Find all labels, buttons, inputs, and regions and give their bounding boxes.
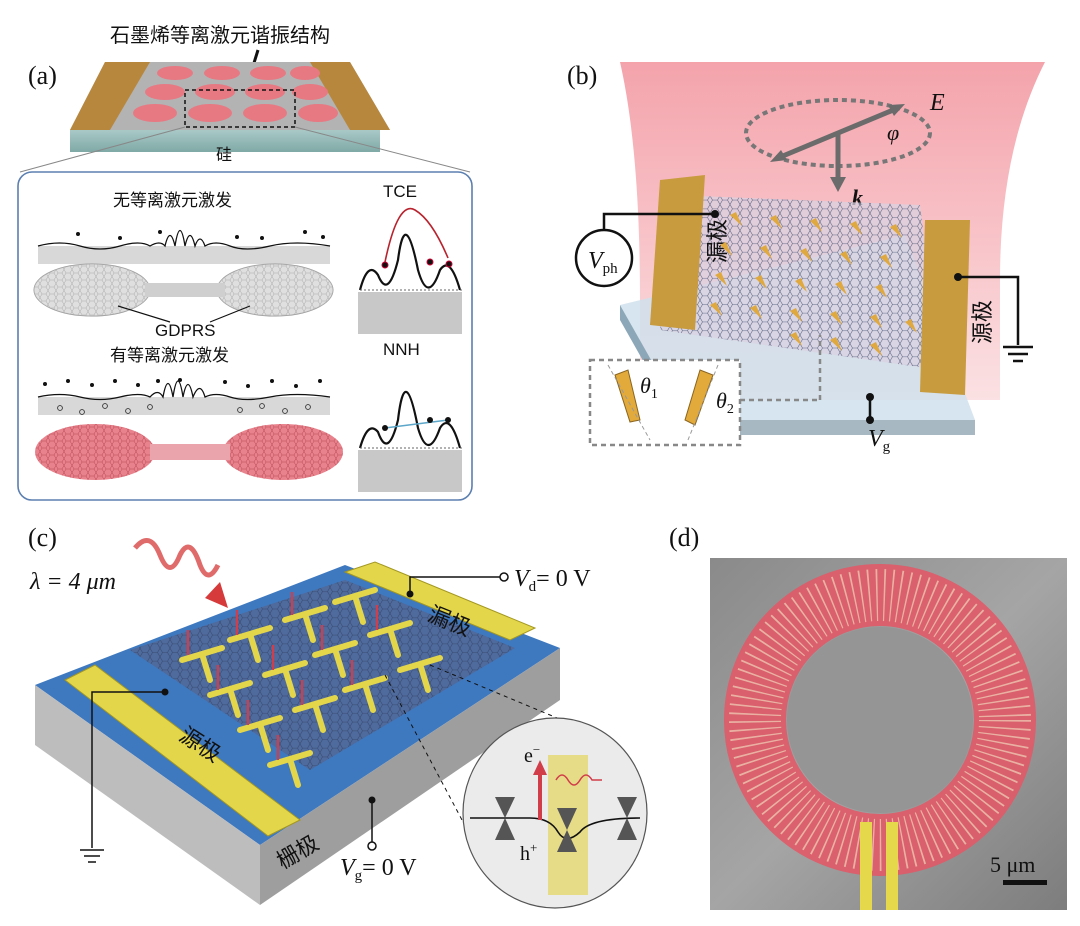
tce-bottom-band	[358, 292, 462, 334]
source-ground-wire	[91, 691, 165, 848]
left-contact-lead	[860, 822, 872, 910]
k-label: k	[852, 185, 863, 210]
t-antenna-array	[179, 587, 443, 788]
resonator-title: 石墨烯等离激元谐振结构	[110, 23, 330, 47]
drain-label: 漏极	[706, 219, 731, 263]
source-electrode	[920, 220, 970, 395]
electron-label: e−	[524, 742, 540, 767]
gdprs-label: GDPRS	[155, 321, 215, 340]
ring-antenna-elements	[729, 569, 1031, 871]
nnh-bottom-band	[358, 450, 462, 492]
vd-label: Vd= 0 V	[514, 566, 591, 595]
vg-label-c: Vg= 0 V	[340, 855, 417, 884]
panel-d: (d) 5 μm	[669, 523, 1067, 910]
right-contact-lead	[886, 822, 898, 910]
with-plasmon-holes	[57, 403, 311, 415]
photovoltage-meter	[574, 228, 634, 288]
dirac-cones	[495, 797, 637, 852]
red-bridge	[150, 444, 230, 460]
nnh-hopping-line	[384, 419, 449, 429]
with-plasmon-potential-curve	[37, 380, 331, 401]
theta2-label: θ2	[716, 388, 734, 417]
plasmonic-antenna-array	[710, 212, 917, 356]
zoom-line-left	[19, 126, 186, 173]
wavelength-label: λ = 4 μm	[29, 569, 116, 595]
panel-a-label: (a)	[28, 61, 57, 90]
right-gold-electrode	[310, 62, 390, 130]
vg-label-b: Vg	[868, 426, 891, 455]
panel-d-label: (d)	[669, 523, 699, 552]
phi-label: φ	[887, 120, 899, 145]
graphene-resonator-device: 硅	[70, 62, 390, 164]
no-plasmon-potential-curve	[37, 229, 331, 250]
with-plasmon-band	[38, 397, 330, 415]
source-label: 源极	[971, 300, 996, 344]
substrate-right-side	[260, 648, 560, 905]
drain-wire	[409, 576, 500, 594]
e-field-label: E	[929, 90, 945, 116]
panel-c: (c) λ = 4 μm 漏极 源极 栅极 Vd=	[28, 523, 648, 909]
tce-emission-arrow	[384, 207, 449, 263]
callout-line-1	[384, 674, 471, 836]
photon-wave-inset	[555, 774, 602, 786]
with-plasmon-electrons	[43, 378, 322, 388]
vph-wire	[602, 212, 715, 230]
incident-ir-photon	[133, 538, 221, 578]
zoom-line-right	[294, 126, 471, 173]
antenna-theta2	[684, 369, 714, 426]
no-plasmon-electrons	[76, 230, 325, 240]
silicon-label: 硅	[216, 145, 232, 164]
source-electrode-c	[64, 664, 301, 837]
no-plasmon-label: 无等离激元激发	[113, 191, 232, 211]
panel-b: (b) E φ k 漏极 源极 Vph	[567, 61, 1045, 455]
ground-symbol	[1003, 345, 1033, 363]
gray-bridge	[145, 283, 225, 297]
nnh-potential-curve	[358, 390, 462, 449]
left-gold-electrode	[70, 62, 150, 130]
resonator-disk-array	[133, 66, 338, 122]
hot-electron-arrows	[186, 592, 379, 760]
theta1-label: θ1	[640, 373, 658, 402]
gdprs-pointer-left	[117, 305, 171, 323]
vph-label: Vph	[588, 248, 618, 277]
tce-potential-curve	[358, 233, 462, 291]
hole-label: h+	[520, 840, 537, 865]
zoom-region-box	[184, 89, 296, 128]
drain-electrode-c	[343, 561, 537, 641]
panel-b-label: (b)	[567, 61, 597, 90]
antenna-theta1	[614, 369, 641, 423]
panel-a: (a) 石墨烯等离激元谐振结构 硅 无等离激元激发	[17, 23, 473, 501]
with-plasmon-label: 有等离激元激发	[110, 346, 229, 366]
ground-symbol-c	[80, 849, 104, 863]
silicon-substrate	[70, 130, 380, 152]
no-plasmon-band	[38, 246, 330, 264]
ring-center	[787, 627, 973, 813]
scale-bar-label: 5 μm	[990, 852, 1035, 877]
nnh-label: NNH	[383, 340, 420, 359]
substrate-side-front	[685, 420, 975, 435]
gdprs-pointer-right	[209, 305, 251, 323]
panel-c-label: (c)	[28, 523, 57, 552]
tce-label: TCE	[383, 182, 417, 201]
ground-wire	[958, 275, 1020, 345]
scale-bar	[1003, 880, 1047, 885]
